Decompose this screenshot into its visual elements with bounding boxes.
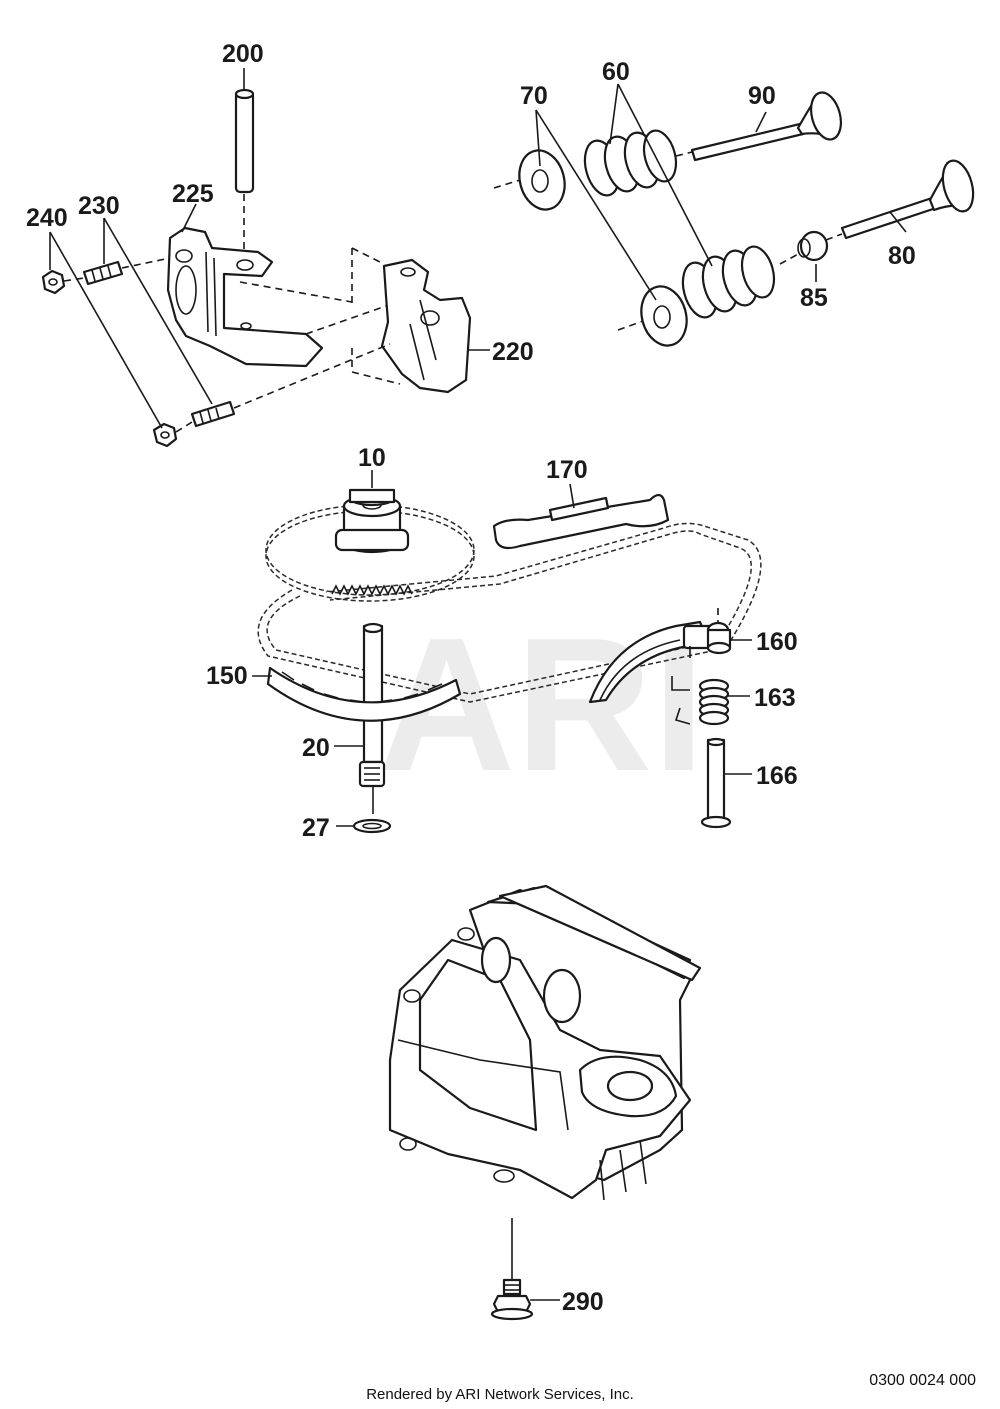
hex-nut-240-upper[interactable]	[41, 269, 66, 295]
valve-spring-60-upper[interactable]	[579, 127, 681, 199]
callout-20: 20	[302, 734, 330, 762]
callout-85: 85	[800, 284, 828, 312]
rocker-arm-220[interactable]	[380, 258, 472, 394]
callout-60: 60	[602, 58, 630, 86]
valve-retainer-70-lower[interactable]	[635, 281, 693, 350]
intake-valve-90[interactable]	[690, 89, 846, 162]
footer-credit: Rendered by ARI Network Services, Inc.	[366, 1386, 634, 1403]
callout-230: 230	[78, 192, 120, 220]
tensioner-pin-166[interactable]	[700, 737, 732, 829]
callout-200: 200	[222, 40, 264, 68]
hex-nut-240-lower[interactable]	[152, 422, 178, 448]
cylinder-head-group	[388, 884, 702, 1321]
callout-27: 27	[302, 814, 330, 842]
callout-70: 70	[520, 82, 548, 110]
callout-166: 166	[756, 762, 798, 790]
cam-gear-10[interactable]	[334, 488, 410, 554]
valve-group	[493, 83, 978, 350]
rocker-bracket-225[interactable]	[166, 226, 324, 368]
cam-chain-group	[252, 470, 762, 834]
rocker-shaft-pin-200[interactable]	[234, 88, 255, 194]
sprocket-teeth	[331, 584, 413, 596]
cylinder-head[interactable]	[388, 884, 702, 1201]
callout-150: 150	[206, 662, 248, 690]
callout-240: 240	[26, 204, 68, 232]
stud-230-lower[interactable]	[190, 400, 236, 428]
callout-225: 225	[172, 180, 214, 208]
valve-spring-60-lower[interactable]	[677, 243, 779, 321]
diagram-code: 0300 0024 000	[869, 1372, 976, 1389]
chain-tensioner-shoe-150[interactable]	[266, 666, 462, 722]
callout-90: 90	[748, 82, 776, 110]
callout-220: 220	[492, 338, 534, 366]
tensioner-spring-163[interactable]	[671, 676, 730, 726]
stud-230-upper[interactable]	[82, 260, 124, 286]
callout-170: 170	[546, 456, 588, 484]
flange-bolt-290[interactable]	[490, 1278, 534, 1321]
valve-stem-seal-85[interactable]	[797, 230, 829, 262]
chain-guide-170[interactable]	[492, 493, 670, 550]
callout-80: 80	[888, 242, 916, 270]
rocker-arm-group	[41, 68, 490, 448]
camshaft-20[interactable]	[358, 622, 386, 788]
callout-163: 163	[754, 684, 796, 712]
callout-10: 10	[358, 444, 386, 472]
callout-290: 290	[562, 1288, 604, 1316]
callout-160: 160	[756, 628, 798, 656]
valve-retainer-70-upper[interactable]	[513, 145, 571, 214]
washer-27[interactable]	[352, 818, 392, 834]
exhaust-valve-80[interactable]	[840, 157, 978, 240]
